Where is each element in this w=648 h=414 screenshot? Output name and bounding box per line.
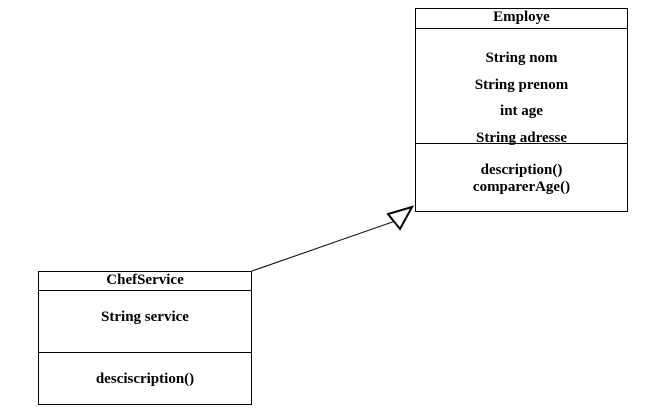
class-name: ChefService [39,272,251,291]
attribute: int age [500,103,543,119]
attribute: String nom [485,50,558,66]
class-employe[interactable]: Employe String nom String prenom int age… [415,8,628,212]
attribute: String adresse [476,129,567,146]
inheritance-triangle-icon [386,205,415,231]
method: desciscription() [95,371,195,387]
attributes-compartment: String nom String prenom int age String … [416,29,627,146]
method: comparerAge() [472,179,571,195]
method: description() [480,162,563,178]
attribute: String prenom [474,76,569,93]
methods-compartment: desciscription() [39,353,251,404]
class-chef-service[interactable]: ChefService String service desciscriptio… [38,271,252,405]
attribute: String service [101,309,189,325]
class-name: Employe [416,9,627,29]
attributes-compartment: String service [39,291,251,353]
inheritance-line [251,218,402,272]
methods-compartment: description() comparerAge() [416,144,627,211]
